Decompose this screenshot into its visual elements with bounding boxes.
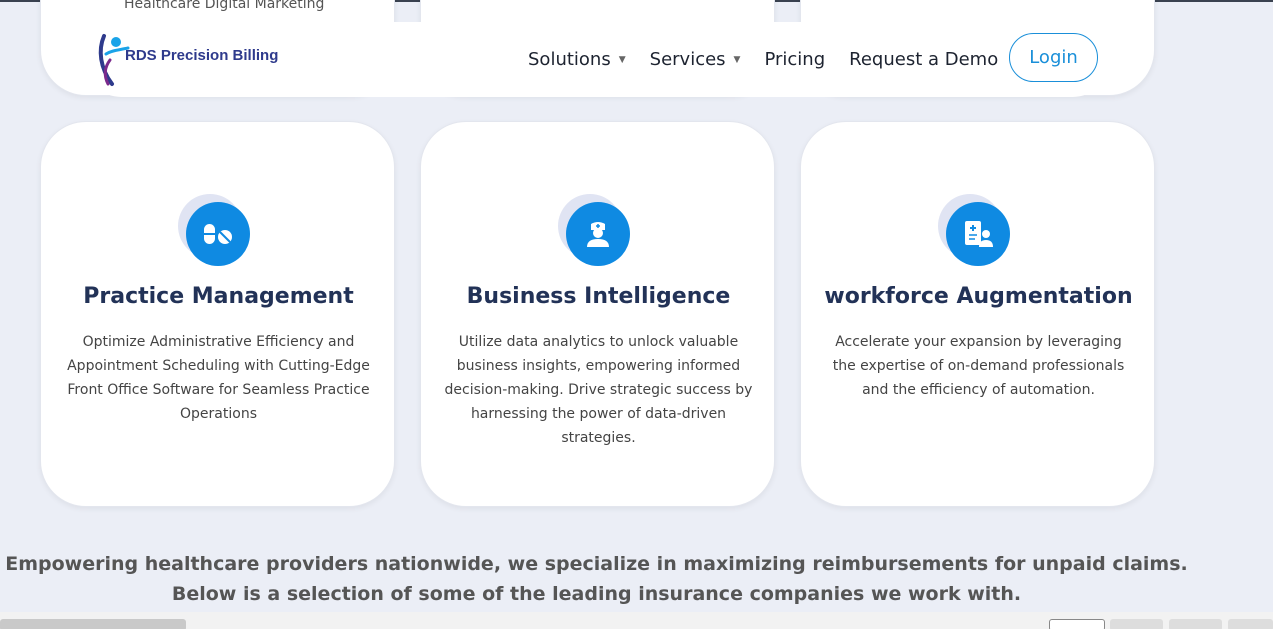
nav-solutions[interactable]: Solutions ▼ [528,49,626,70]
nav-request-demo[interactable]: Request a Demo [849,49,998,70]
pills-icon [186,202,250,266]
nav-services[interactable]: Services ▼ [650,49,741,70]
carousel-item[interactable] [1049,619,1105,629]
chevron-down-icon: ▼ [733,54,741,65]
nav-request-demo-label: Request a Demo [849,49,999,70]
card-practice-management: Practice Management Optimize Administrat… [40,121,395,507]
doctor-icon [566,202,630,266]
card-icon-wrap [558,194,634,270]
card-workforce-augmentation: workforce Augmentation Accelerate your e… [800,121,1155,507]
card-icon-wrap [938,194,1014,270]
upper-card-1-label: Healthcare Digital Marketing [124,0,325,12]
logo-icon[interactable] [94,30,130,88]
main-nav: Solutions ▼ Services ▼ Pricing Request a… [528,22,1022,97]
nav-solutions-label: Solutions [528,49,611,70]
nav-services-label: Services [649,49,726,70]
card-title: Practice Management [83,284,354,309]
tagline-line-2: Below is a selection of some of the lead… [171,583,1022,605]
carousel-item[interactable] [1110,619,1163,629]
nav-pricing[interactable]: Pricing [764,49,825,70]
carousel-item[interactable] [0,619,186,629]
insurance-tagline: Empowering healthcare providers nationwi… [0,549,1193,609]
card-title: Business Intelligence [466,284,731,309]
card-title: workforce Augmentation [824,284,1133,309]
carousel-item[interactable] [1228,619,1273,629]
chevron-down-icon: ▼ [618,54,626,65]
site-header: RDS Precision Billing Solutions ▼ Servic… [84,22,1110,97]
login-button[interactable]: Login [1009,33,1098,82]
medical-staff-icon [946,202,1010,266]
card-description: Accelerate your expansion by leveraging … [832,334,1125,398]
brand-name[interactable]: RDS Precision Billing [125,47,279,64]
carousel-item[interactable] [1169,619,1222,629]
card-description: Optimize Administrative Efficiency and A… [67,334,370,422]
nav-pricing-label: Pricing [764,49,826,70]
bottom-strip [0,612,1273,629]
card-description: Utilize data analytics to unlock valuabl… [444,334,753,446]
card-business-intelligence: Business Intelligence Utilize data analy… [420,121,775,507]
card-icon-wrap [178,194,254,270]
tagline-line-1: Empowering healthcare providers nationwi… [5,553,1188,575]
